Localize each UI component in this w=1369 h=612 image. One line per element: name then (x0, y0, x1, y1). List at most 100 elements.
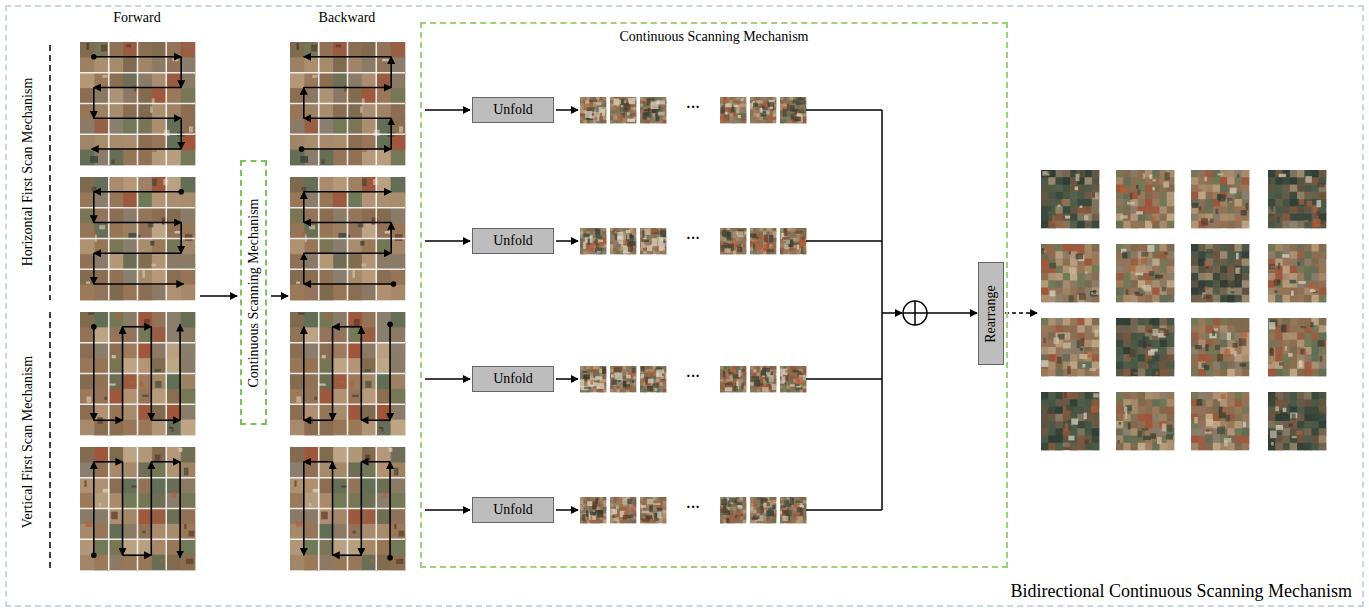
image-patch (94, 208, 109, 224)
image-patch (290, 493, 305, 509)
image-patch (109, 192, 124, 208)
image-patch (593, 120, 597, 124)
image-patch (166, 478, 181, 494)
image-ground (580, 228, 606, 254)
image-spot (362, 179, 367, 186)
image-patch (362, 192, 377, 208)
image-patch (640, 97, 644, 101)
image-spot (597, 115, 599, 121)
image-patch (391, 420, 406, 436)
image-ground (80, 312, 195, 435)
image-patch (633, 107, 637, 111)
image-patch (391, 42, 406, 58)
image-spot (750, 234, 756, 238)
image-patch (796, 235, 800, 239)
image-patch (663, 107, 667, 111)
image-patch (109, 57, 124, 73)
grid-line (375, 312, 377, 435)
image-patch (663, 366, 667, 370)
image-ground (290, 177, 405, 300)
image-patch (583, 120, 587, 124)
image-patch (610, 238, 614, 242)
image-patch (152, 57, 167, 73)
image-patch (763, 228, 767, 232)
aerial-image (610, 228, 637, 255)
image-patch (152, 104, 167, 120)
image-patch (348, 555, 363, 571)
image-spot (352, 531, 355, 534)
image-spot (753, 103, 758, 107)
image-patch (362, 208, 377, 224)
image-patch (94, 57, 109, 73)
image-spot (648, 372, 651, 377)
image-spot (782, 237, 790, 239)
image-spot (296, 396, 301, 402)
image-spot (787, 104, 789, 111)
image-spot (171, 427, 173, 431)
image-patch (80, 420, 95, 436)
image-spot (595, 229, 600, 236)
image-spot (588, 239, 590, 246)
image-patch (617, 386, 621, 390)
image-spot (760, 236, 764, 241)
image-patch (290, 358, 305, 374)
image-patch (319, 462, 334, 478)
image-spot (722, 230, 730, 236)
image-patch (783, 117, 787, 121)
image-spot (596, 102, 601, 106)
image-patch (580, 110, 584, 114)
image-patch (391, 539, 406, 555)
image-patch (733, 379, 737, 383)
image-patch (290, 343, 305, 359)
image-patch (790, 248, 794, 252)
image-patch (653, 376, 657, 380)
image-patch (603, 97, 607, 101)
image-spot (179, 448, 183, 452)
image-patch (643, 386, 647, 390)
image-patch (348, 404, 363, 420)
image-patch (80, 134, 95, 150)
image-patch (790, 228, 794, 232)
image-patch (319, 150, 334, 166)
image-patch (181, 420, 196, 436)
image-patch (333, 447, 348, 463)
image-spot (661, 376, 665, 379)
image-patch (376, 374, 391, 390)
image-spot (294, 480, 296, 486)
image-patch (181, 343, 196, 359)
image-patch (181, 42, 196, 58)
image-spot (626, 230, 630, 233)
aerial-image (80, 447, 196, 571)
grid-line (290, 133, 405, 135)
image-patch (166, 269, 181, 285)
aerial-image (80, 42, 196, 166)
image-patch (626, 376, 630, 380)
image-patch (319, 208, 334, 224)
image-patch (610, 97, 614, 101)
image-patch (633, 379, 637, 383)
image-patch (319, 42, 334, 58)
image-spot (583, 371, 587, 373)
image-spot (721, 105, 724, 112)
image-patch (590, 366, 594, 370)
image-spot (189, 126, 193, 132)
aerial-image (580, 366, 607, 393)
image-patch (653, 379, 657, 383)
image-patch (580, 120, 584, 124)
image-patch (610, 113, 614, 117)
image-patch (290, 374, 305, 390)
image-patch (391, 177, 406, 193)
image-patch (736, 97, 740, 101)
image-patch (304, 358, 319, 374)
image-patch (290, 555, 305, 571)
image-patch (304, 524, 319, 540)
image-patch (123, 343, 138, 359)
image-patch (304, 478, 319, 494)
image-patch (166, 239, 181, 255)
image-spot (394, 468, 398, 476)
image-patch (319, 312, 334, 328)
image-patch (610, 248, 614, 252)
image-patch (376, 150, 391, 166)
image-patch (152, 493, 167, 509)
aerial-image (750, 97, 777, 124)
